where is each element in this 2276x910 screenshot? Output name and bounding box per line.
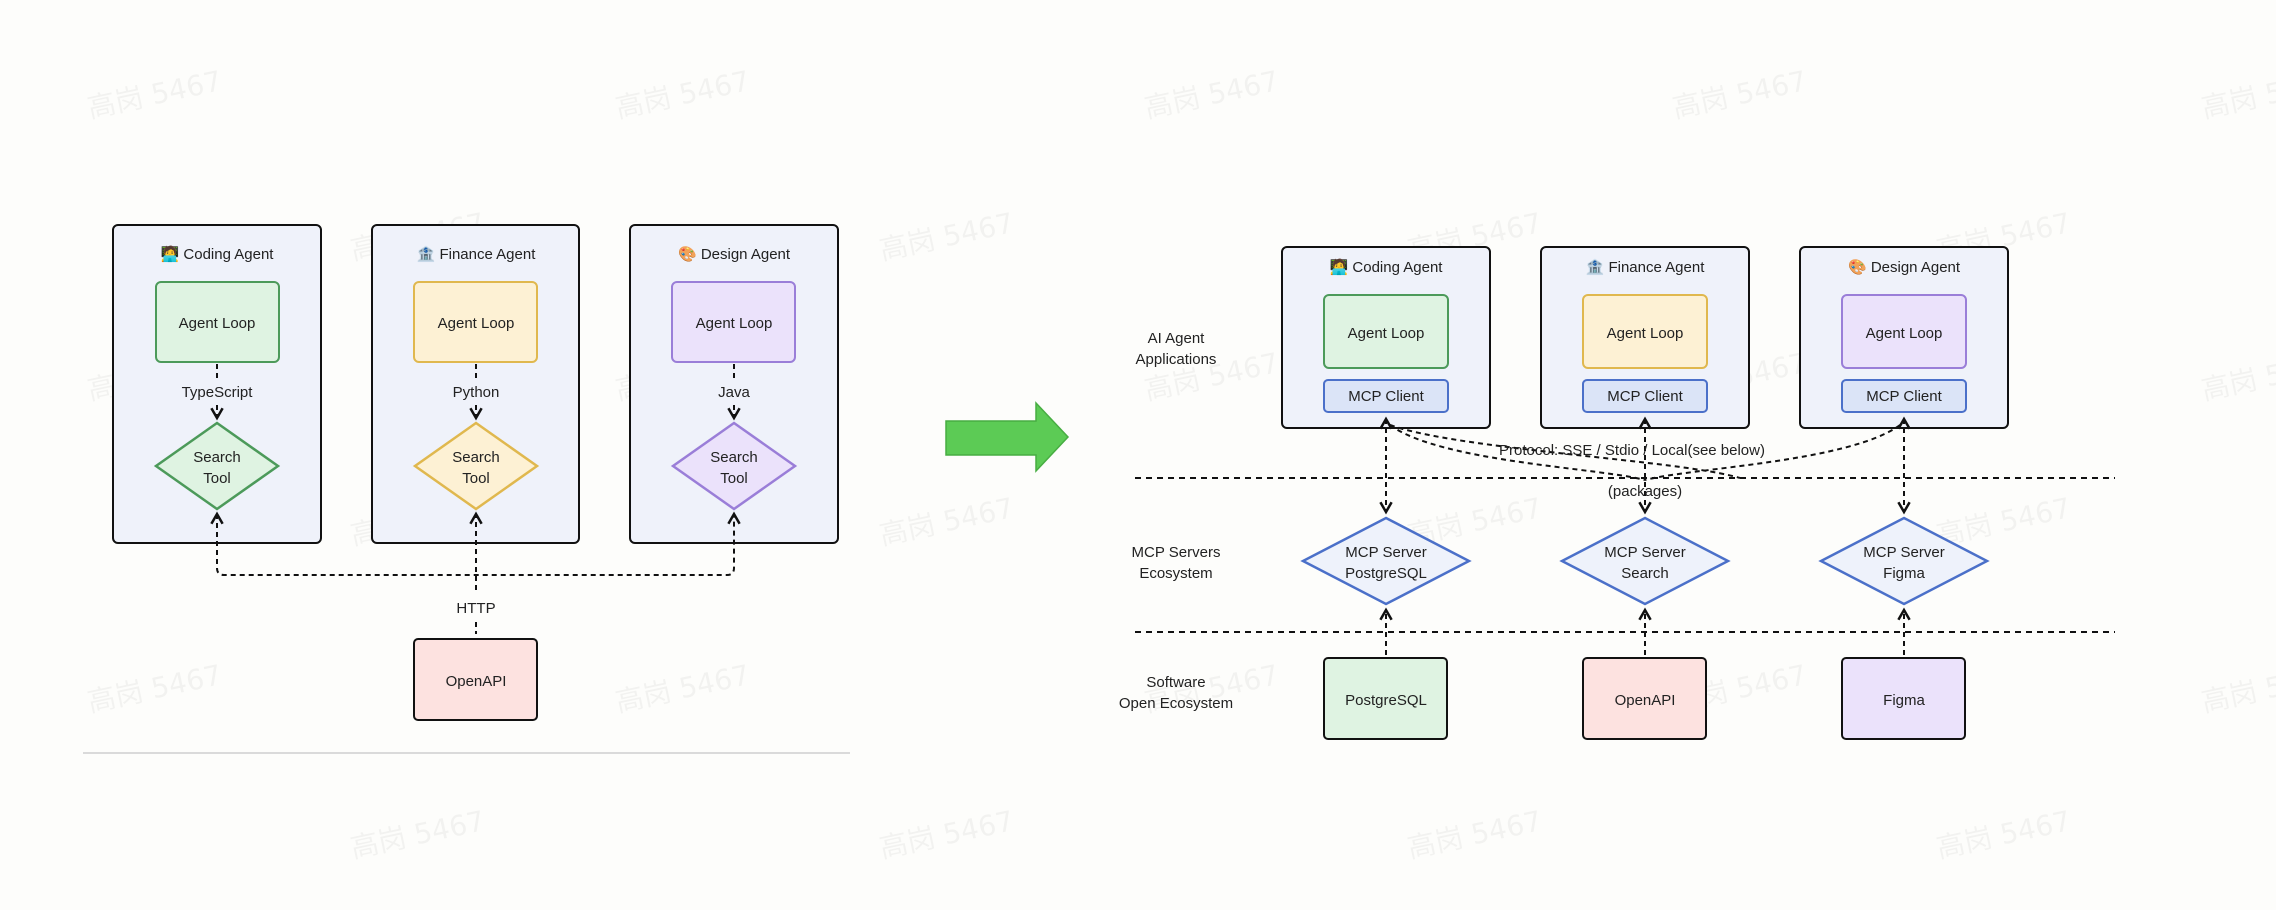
layer-label-software: Software xyxy=(1146,674,1205,691)
mcp-client-label: MCP Client xyxy=(1866,388,1942,405)
svg-text:🏦 Finance Agent: 🏦 Finance Agent xyxy=(1586,258,1706,276)
watermark: 高岗 5467 xyxy=(2199,64,2276,125)
left-diagram: 🧑‍💻 Coding Agent Agent Loop TypeScript S… xyxy=(83,224,850,754)
left-agent-icon: 🎨 xyxy=(678,244,697,263)
watermark: 高岗 5467 xyxy=(877,206,1017,267)
software-figma-box xyxy=(1841,657,1966,740)
watermark: 高岗 5467 xyxy=(1142,64,1282,125)
watermark: 高岗 5467 xyxy=(2199,658,2276,719)
left-agent-name: Finance Agent xyxy=(439,246,536,263)
language-label: Python xyxy=(453,384,500,401)
svg-text:🎨 Design Agent: 🎨 Design Agent xyxy=(1848,257,1961,276)
mcp-server-search: MCP Server Search xyxy=(1559,516,1731,606)
svg-text:MCP Server: MCP Server xyxy=(1604,544,1685,561)
svg-text:Search: Search xyxy=(710,449,758,466)
svg-text:Tool: Tool xyxy=(203,470,231,487)
protocol-connectors xyxy=(1379,416,1911,515)
svg-text:MCP Server: MCP Server xyxy=(1863,544,1944,561)
agent-loop-label: Agent Loop xyxy=(1607,325,1684,342)
agent-loop-label: Agent Loop xyxy=(1348,325,1425,342)
agent-loop-box xyxy=(413,281,538,363)
svg-text:PostgreSQL: PostgreSQL xyxy=(1345,565,1427,582)
svg-text:Applications: Applications xyxy=(1136,351,1217,368)
left-agent-icon: 🧑‍💻 xyxy=(161,244,180,263)
agent-loop-label: Agent Loop xyxy=(179,315,256,332)
http-connector xyxy=(210,511,741,634)
watermark: 高岗 5467 xyxy=(1405,804,1545,865)
openapi-label: OpenAPI xyxy=(446,673,507,690)
software-openapi-box xyxy=(1582,657,1707,740)
mcp-server-figma: MCP Server Figma xyxy=(1818,516,1990,606)
watermark: 高岗 5467 xyxy=(85,658,225,719)
software-label: Figma xyxy=(1883,692,1925,709)
layer-label-servers: MCP Servers xyxy=(1132,544,1221,561)
agent-loop-box xyxy=(155,281,280,363)
svg-text:🧑‍💻 Coding Agent: 🧑‍💻 Coding Agent xyxy=(161,244,275,263)
watermark: 高岗 5467 xyxy=(1934,491,2074,552)
svg-text:Open Ecosystem: Open Ecosystem xyxy=(1119,695,1233,712)
left-agent-finance: 🏦 Finance Agent Agent Loop Python Search… xyxy=(371,224,580,544)
mcp-server-postgresql: MCP Server PostgreSQL xyxy=(1300,516,1472,606)
svg-text:Search: Search xyxy=(1621,565,1669,582)
agent-loop-label: Agent Loop xyxy=(438,315,515,332)
left-agent-design: 🎨 Design Agent Agent Loop Java Search To… xyxy=(629,224,839,544)
right-agent-icon: 🧑‍💻 xyxy=(1330,257,1349,276)
watermark: 高岗 5467 xyxy=(1934,804,2074,865)
transition-arrow-icon xyxy=(945,401,1070,473)
svg-text:🏦 Finance Agent: 🏦 Finance Agent xyxy=(417,245,537,263)
svg-text:Ecosystem: Ecosystem xyxy=(1139,565,1212,582)
http-label: HTTP xyxy=(456,600,495,617)
svg-text:Search: Search xyxy=(452,449,500,466)
search-tool-diamond xyxy=(153,421,281,511)
watermark: 高岗 5467 xyxy=(1670,64,1810,125)
layer-label-apps: AI Agent xyxy=(1148,330,1206,347)
right-agent-icon: 🎨 xyxy=(1848,257,1867,276)
watermark: 高岗 5467 xyxy=(85,64,225,125)
watermark: 高岗 5467 xyxy=(613,64,753,125)
left-agent-name: Coding Agent xyxy=(183,246,274,263)
right-diagram: AI Agent Applications MCP Servers Ecosys… xyxy=(1119,246,2115,740)
search-tool-diamond xyxy=(412,421,540,511)
software-label: PostgreSQL xyxy=(1345,692,1427,709)
packages-label: (packages) xyxy=(1608,483,1682,500)
right-agent-finance: 🏦 Finance Agent Agent Loop MCP Client xyxy=(1540,246,1750,429)
software-label: OpenAPI xyxy=(1615,692,1676,709)
svg-text:Figma: Figma xyxy=(1883,565,1925,582)
left-agent-icon: 🏦 xyxy=(417,245,436,263)
agent-loop-box xyxy=(671,281,796,363)
right-agent-coding: 🧑‍💻 Coding Agent Agent Loop MCP Client xyxy=(1281,246,1491,429)
agent-loop-label: Agent Loop xyxy=(696,315,773,332)
search-tool-diamond xyxy=(670,421,798,511)
watermark: 高岗 5467 xyxy=(348,804,488,865)
left-agent-coding: 🧑‍💻 Coding Agent Agent Loop TypeScript S… xyxy=(112,224,322,544)
right-agent-name: Design Agent xyxy=(1871,259,1961,276)
svg-text:🎨 Design Agent: 🎨 Design Agent xyxy=(678,244,791,263)
right-agent-name: Coding Agent xyxy=(1352,259,1443,276)
mcp-client-label: MCP Client xyxy=(1348,388,1424,405)
svg-text:Search: Search xyxy=(193,449,241,466)
agent-loop-label: Agent Loop xyxy=(1866,325,1943,342)
software-connectors xyxy=(1379,607,1911,655)
right-agent-icon: 🏦 xyxy=(1586,258,1605,276)
watermark: 高岗 5467 xyxy=(877,491,1017,552)
openapi-box xyxy=(413,638,538,721)
watermark: 高岗 5467 xyxy=(2199,346,2276,407)
right-agent-name: Finance Agent xyxy=(1608,259,1705,276)
watermark: 高岗 5467 xyxy=(613,658,753,719)
watermark: 高岗 5467 xyxy=(877,804,1017,865)
svg-text:🧑‍💻 Coding Agent: 🧑‍💻 Coding Agent xyxy=(1330,257,1444,276)
language-label: Java xyxy=(718,384,750,401)
protocol-label: Protocol: SSE / Stdio / Local(see below) xyxy=(1499,442,1765,459)
svg-text:Tool: Tool xyxy=(462,470,490,487)
software-postgresql-box xyxy=(1323,657,1448,740)
mcp-client-label: MCP Client xyxy=(1607,388,1683,405)
language-label: TypeScript xyxy=(182,384,254,401)
svg-text:Tool: Tool xyxy=(720,470,748,487)
right-agent-design: 🎨 Design Agent Agent Loop MCP Client xyxy=(1799,246,2009,429)
svg-text:MCP Server: MCP Server xyxy=(1345,544,1426,561)
left-agent-name: Design Agent xyxy=(701,246,791,263)
